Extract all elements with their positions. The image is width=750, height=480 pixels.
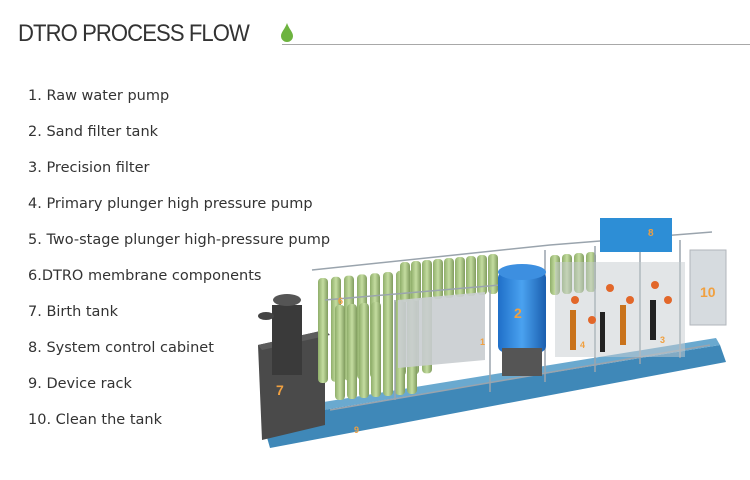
device-rack-base bbox=[262, 345, 726, 448]
membrane-tube bbox=[455, 257, 465, 297]
list-item: 3. Precision filter bbox=[28, 160, 150, 176]
list-item: 4. Primary plunger high pressure pump bbox=[28, 196, 313, 212]
membrane-tube bbox=[335, 305, 345, 400]
label-6: 6 bbox=[338, 296, 343, 306]
water-drop-icon bbox=[281, 23, 293, 42]
label-7: 7 bbox=[276, 382, 284, 398]
list-item: 10. Clean the tank bbox=[28, 412, 162, 428]
page-title: DTRO PROCESS FLOW bbox=[18, 20, 250, 47]
membrane-tube bbox=[444, 258, 454, 298]
list-item: 8. System control cabinet bbox=[28, 340, 214, 356]
precision-filter-box bbox=[398, 292, 485, 368]
list-item: 6.DTRO membrane components bbox=[28, 268, 262, 284]
component-list: 1. Raw water pump 2. Sand filter tank 3.… bbox=[28, 86, 330, 446]
label-9: 9 bbox=[354, 425, 359, 435]
system-control-cabinet bbox=[600, 218, 672, 252]
membrane-tube bbox=[422, 260, 432, 300]
label-1: 1 bbox=[480, 337, 485, 347]
membrane-tube bbox=[477, 255, 487, 295]
membrane-tube bbox=[371, 302, 381, 397]
clean-tank bbox=[689, 249, 727, 326]
membrane-tube bbox=[466, 256, 476, 296]
high-pressure-pumps bbox=[555, 262, 685, 357]
sand-filter-tank bbox=[498, 264, 546, 376]
membrane-tube bbox=[383, 301, 393, 396]
label-4: 4 bbox=[580, 340, 585, 350]
list-item: 7. Birth tank bbox=[28, 304, 119, 320]
membrane-tube bbox=[400, 262, 410, 302]
membrane-tube bbox=[347, 304, 357, 399]
membrane-tube bbox=[359, 303, 369, 398]
membrane-tube bbox=[318, 278, 328, 383]
list-item: 9. Device rack bbox=[28, 376, 132, 392]
list-item: 1. Raw water pump bbox=[28, 88, 170, 104]
list-item: 5. Two-stage plunger high-pressure pump bbox=[28, 232, 331, 248]
membrane-tube bbox=[411, 261, 421, 301]
membrane-tube bbox=[488, 254, 498, 294]
title-divider bbox=[282, 44, 750, 45]
list-item: 2. Sand filter tank bbox=[28, 124, 159, 140]
membrane-tube bbox=[433, 259, 443, 299]
label-3: 3 bbox=[660, 335, 665, 345]
label-10: 10 bbox=[700, 284, 716, 300]
birth-tank bbox=[258, 294, 330, 440]
label-8: 8 bbox=[648, 228, 654, 239]
label-2: 2 bbox=[514, 305, 522, 321]
